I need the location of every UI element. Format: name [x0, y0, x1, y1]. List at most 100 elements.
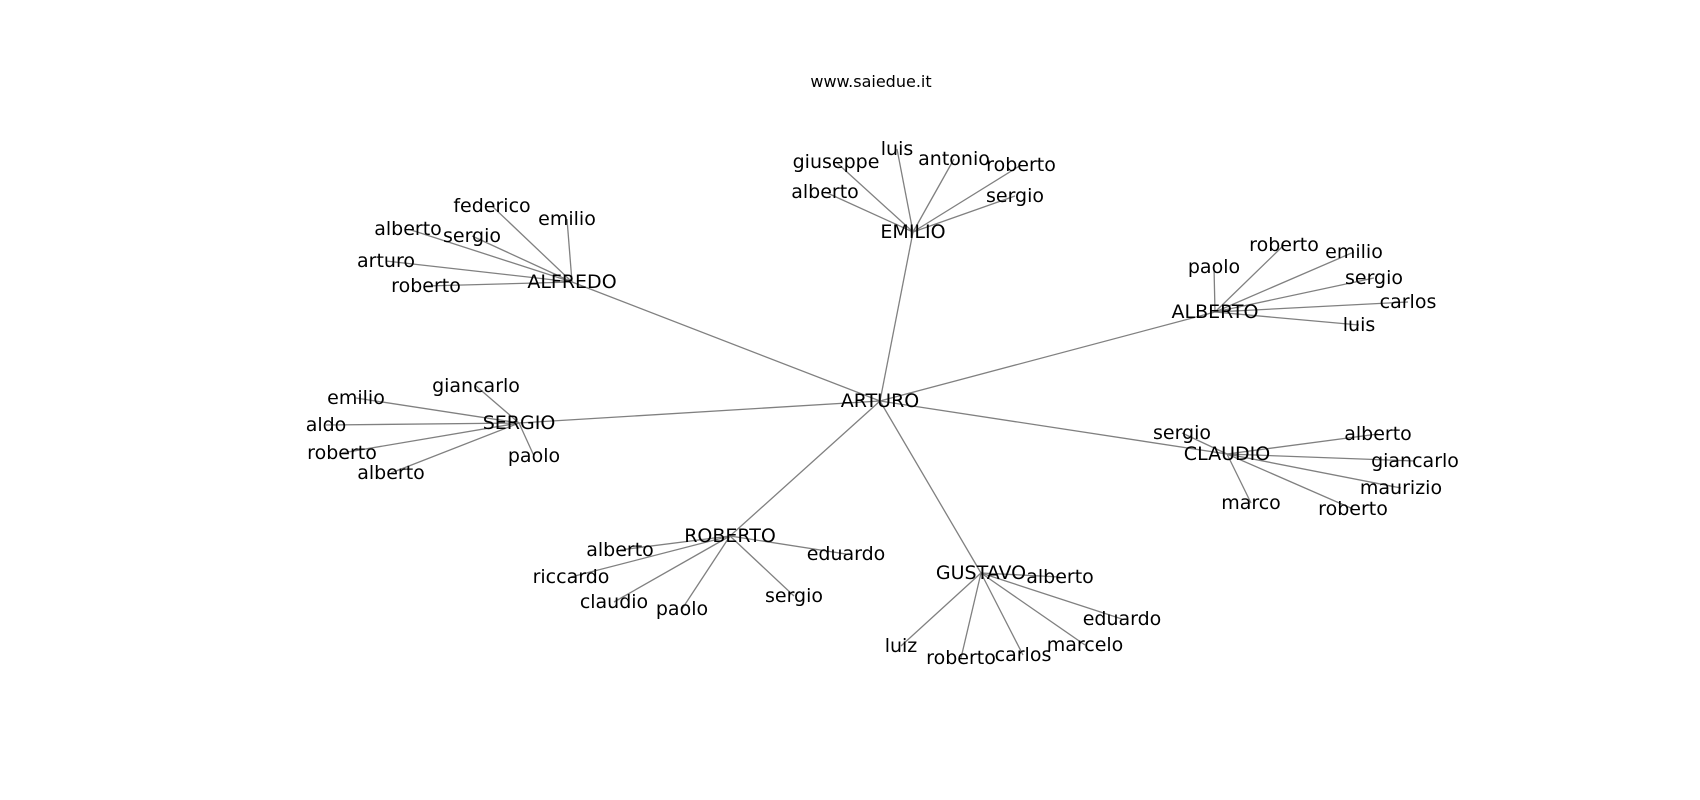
edges-layer	[325, 148, 1416, 659]
leaf-node-label: eduardo	[1083, 608, 1162, 630]
edge-sergio-roberto	[341, 422, 520, 454]
edge-alfredo-roberto	[425, 281, 573, 287]
edge-root-roberto	[729, 400, 881, 537]
edge-roberto-paolo	[681, 535, 731, 610]
edge-alberto-paolo	[1213, 266, 1216, 313]
edge-gustavo-roberto	[960, 572, 982, 659]
edge-roberto-eduardo	[729, 535, 847, 555]
edge-sergio-aldo	[325, 422, 520, 426]
edge-alfredo-federico	[491, 205, 573, 283]
edge-alberto-emilio	[1214, 251, 1355, 313]
root-node-label: ARTURO	[841, 390, 920, 412]
leaf-node-label: alberto	[586, 539, 654, 561]
edge-sergio-paolo	[518, 422, 535, 457]
leaf-node-label: roberto	[391, 275, 461, 297]
diagram-title: www.saiedue.it	[810, 72, 931, 91]
edge-root-emilio	[879, 231, 914, 402]
edge-alberto-sergio	[1214, 277, 1375, 313]
edge-claudio-alberto	[1226, 433, 1379, 455]
hub-node-label: SERGIO	[483, 412, 556, 434]
edge-alberto-roberto	[1214, 244, 1285, 313]
edge-sergio-emilio	[355, 397, 520, 424]
edge-alberto-carlos	[1214, 301, 1409, 313]
leaf-node-label: aldo	[306, 414, 347, 436]
edge-root-claudio	[879, 400, 1228, 455]
leaf-node-label: paolo	[656, 598, 708, 620]
leaf-node-label: paolo	[508, 445, 560, 467]
edge-root-alfredo	[571, 281, 881, 402]
leaf-node-label: federico	[453, 195, 530, 217]
hub-node-label: CLAUDIO	[1184, 443, 1270, 465]
edge-gustavo-marcelo	[980, 572, 1086, 646]
leaf-node-label: claudio	[580, 591, 648, 613]
edge-claudio-marco	[1226, 453, 1252, 504]
leaf-node-label: roberto	[926, 647, 996, 669]
leaf-node-label: sergio	[765, 585, 823, 607]
edge-emilio-giuseppe	[835, 161, 914, 233]
edge-alfredo-arturo	[385, 260, 573, 283]
edge-root-gustavo	[879, 400, 982, 574]
leaf-node-label: arturo	[357, 250, 415, 272]
leaf-node-label: marco	[1221, 492, 1281, 514]
leaf-node-label: carlos	[995, 644, 1052, 666]
hub-node-label: ALFREDO	[527, 271, 616, 293]
hub-node-label: ROBERTO	[684, 525, 776, 547]
leaf-node-label: luis	[881, 138, 914, 160]
hub-node-label: ALBERTO	[1171, 301, 1258, 323]
edge-alberto-luis	[1214, 311, 1360, 326]
leaf-node-label: sergio	[1153, 422, 1211, 444]
leaf-node-label: alberto	[1344, 423, 1412, 445]
edge-root-alberto	[879, 311, 1216, 402]
leaf-node-label: alberto	[791, 181, 859, 203]
leaf-node-label: sergio	[986, 185, 1044, 207]
leaf-node-label: marcelo	[1047, 634, 1124, 656]
edge-roberto-claudio	[613, 535, 731, 603]
leaf-node-label: alberto	[374, 218, 442, 240]
leaf-node-label: emilio	[1325, 241, 1383, 263]
leaf-node-label: alberto	[1026, 566, 1094, 588]
edge-alfredo-emilio	[566, 218, 573, 283]
edge-emilio-sergio	[912, 195, 1016, 233]
leaf-node-label: giancarlo	[1371, 450, 1459, 472]
edge-gustavo-carlos	[980, 572, 1024, 656]
leaf-node-label: roberto	[307, 442, 377, 464]
leaf-node-label: paolo	[1188, 256, 1240, 278]
leaf-node-label: giuseppe	[793, 151, 880, 173]
leaf-node-label: sergio	[443, 225, 501, 247]
edge-roberto-sergio	[729, 535, 795, 597]
edge-emilio-luis	[896, 148, 914, 233]
leaf-node-label: giancarlo	[432, 375, 520, 397]
leaf-node-label: carlos	[1380, 291, 1437, 313]
edge-sergio-alberto	[390, 422, 520, 474]
leaf-node-label: eduardo	[807, 543, 886, 565]
edge-emilio-roberto	[912, 164, 1022, 233]
leaf-node-label: riccardo	[533, 566, 610, 588]
edge-claudio-roberto	[1226, 453, 1354, 510]
edge-root-sergio	[518, 400, 881, 424]
edge-gustavo-eduardo	[980, 572, 1123, 620]
edge-roberto-alberto	[619, 535, 731, 551]
edge-sergio-giancarlo	[475, 385, 520, 424]
leaf-node-label: antonio	[918, 148, 990, 170]
leaf-node-label: roberto	[1318, 498, 1388, 520]
leaf-node-label: emilio	[538, 208, 596, 230]
edge-alfredo-alberto	[407, 228, 573, 283]
leaf-node-label: emilio	[327, 387, 385, 409]
hub-node-label: GUSTAVO	[936, 562, 1026, 584]
leaf-node-label: luiz	[885, 635, 918, 657]
edge-claudio-giancarlo	[1226, 453, 1416, 462]
edge-claudio-sergio	[1181, 432, 1228, 455]
edge-emilio-antonio	[912, 158, 955, 233]
edge-roberto-riccardo	[570, 535, 731, 578]
edge-gustavo-luiz	[900, 572, 982, 647]
leaf-node-label: roberto	[1249, 234, 1319, 256]
edge-claudio-maurizio	[1226, 453, 1402, 489]
edge-emilio-alberto	[824, 191, 914, 233]
leaf-node-label: luis	[1343, 314, 1376, 336]
leaf-node-label: roberto	[986, 154, 1056, 176]
edge-alfredo-sergio	[471, 235, 573, 283]
leaf-node-label: alberto	[357, 462, 425, 484]
leaf-node-label: maurizio	[1360, 477, 1442, 499]
